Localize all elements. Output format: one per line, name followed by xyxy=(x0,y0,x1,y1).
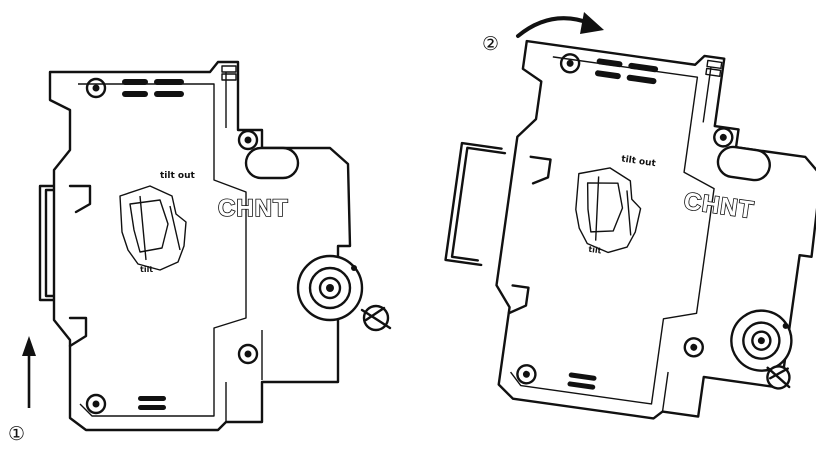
brand-logo-left: CHNT xyxy=(218,195,289,222)
breaker-right: CHNT tilt out tilt xyxy=(444,39,816,420)
up-arrow-icon xyxy=(22,336,36,408)
screw-hole-mid-bottom-right xyxy=(683,337,704,358)
oblong-slot-left xyxy=(244,146,300,180)
step-2-label: ② xyxy=(482,33,499,55)
tilt-label-left: tilt xyxy=(140,265,153,274)
rail-clip-right xyxy=(507,155,552,315)
step-2-annotation: ② xyxy=(482,12,604,55)
vent-slots-bottom-left xyxy=(138,396,166,410)
screw-hole-bottom-right xyxy=(516,364,537,385)
tilt-out-label-right: tilt out xyxy=(621,154,658,169)
breaker-left-body xyxy=(48,60,352,432)
curved-arrow-icon xyxy=(516,12,604,38)
breaker-left: CHNT tilt out tilt xyxy=(38,60,392,432)
wire-screw-right xyxy=(766,365,791,390)
screw-hole-mid-bottom-left xyxy=(237,343,259,365)
label-sticker-left xyxy=(119,185,187,271)
screw-hole-mid-top-left xyxy=(237,129,259,151)
top-clip-left xyxy=(221,65,237,81)
terminal-knob-left xyxy=(296,254,364,322)
tilt-label-right: tilt xyxy=(588,245,602,256)
vent-slots-top-right xyxy=(594,58,659,85)
screw-hole-top-left xyxy=(85,77,107,99)
wire-screw-left xyxy=(360,304,392,332)
step-1-annotation: ① xyxy=(8,336,36,445)
screw-hole-bottom-left xyxy=(85,393,107,415)
din-rail-right xyxy=(444,141,507,267)
vent-slots-bottom-right xyxy=(567,372,597,390)
screw-hole-top-right xyxy=(559,53,581,74)
rail-clip-left xyxy=(68,184,92,348)
label-sticker-right xyxy=(575,167,642,254)
top-clip-right xyxy=(705,59,723,77)
step-1-label: ① xyxy=(8,423,25,445)
oblong-slot-right xyxy=(716,145,771,182)
screw-hole-mid-top-right xyxy=(713,127,734,148)
vent-slots-top-left xyxy=(122,79,184,97)
terminal-knob-right xyxy=(730,309,793,372)
breaker-left-inner-profile xyxy=(78,83,247,417)
tilt-out-label-left: tilt out xyxy=(160,171,195,181)
